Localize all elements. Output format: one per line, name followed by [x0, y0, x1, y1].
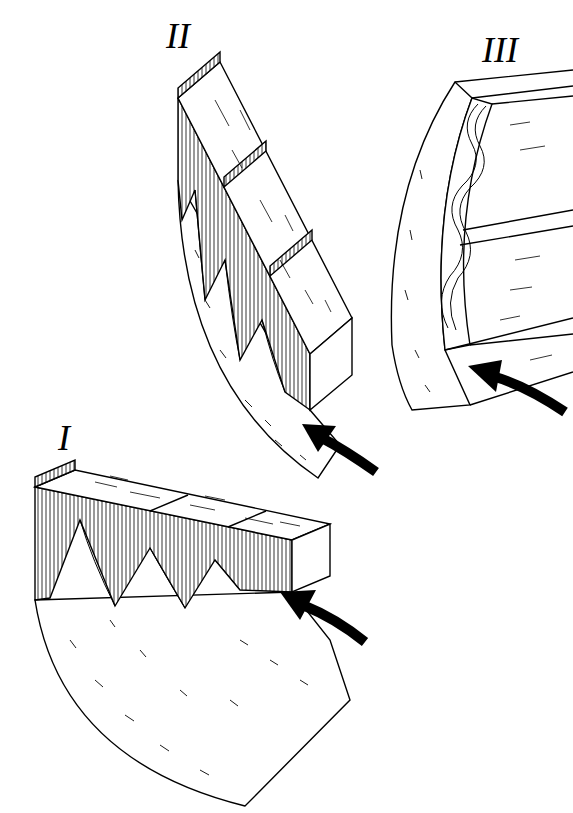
top-face-marks — [215, 100, 331, 312]
fold-hinges — [80, 520, 240, 608]
hatched-wall — [178, 52, 220, 98]
folded-front-face — [35, 487, 292, 608]
drawing-part — [322, 438, 376, 472]
compression-arrow — [302, 424, 376, 472]
surface-marks — [500, 122, 552, 360]
block-one — [35, 460, 350, 806]
top-face-steps — [150, 495, 266, 527]
drawing-part — [468, 360, 502, 392]
drawing-part — [302, 424, 336, 452]
panel-numeral: II — [166, 18, 190, 54]
hatched-wall — [224, 141, 266, 187]
block-three — [391, 70, 573, 410]
hatched-wall — [270, 230, 312, 276]
sheet-marks — [70, 620, 308, 775]
end-face — [292, 524, 330, 592]
top-face — [178, 62, 352, 354]
hatched-wall — [35, 460, 75, 487]
panel-numeral: I — [58, 420, 70, 456]
block-two — [178, 52, 352, 478]
end-face — [310, 318, 352, 410]
strata-surfaces — [445, 70, 573, 405]
compression-arrow — [468, 360, 565, 412]
drawing-part — [280, 590, 316, 620]
drawing-part — [305, 606, 365, 642]
curved-sheet — [35, 592, 350, 806]
sheet-marks — [405, 170, 430, 392]
folded-layers — [441, 98, 492, 350]
compression-arrow — [280, 590, 365, 642]
panel-numeral: III — [482, 32, 518, 68]
top-face — [35, 470, 330, 540]
top-face-marks — [95, 476, 300, 526]
folded-layer-lines — [441, 104, 486, 330]
drawing-part — [492, 376, 565, 412]
